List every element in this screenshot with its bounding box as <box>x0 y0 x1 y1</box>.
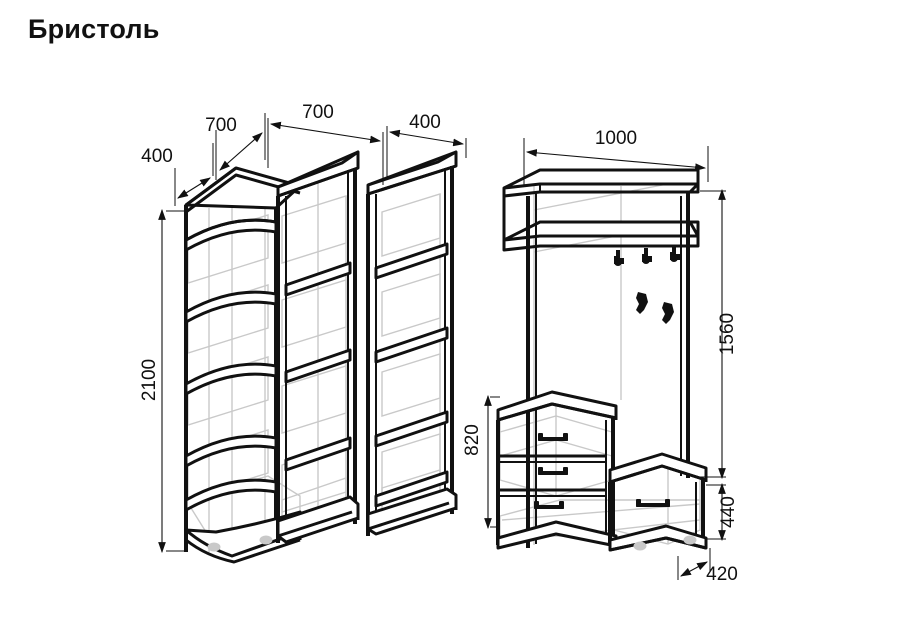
drawer-front <box>498 454 606 463</box>
dim-height-total: 2100 <box>139 359 160 401</box>
wall-hook <box>636 292 648 314</box>
cabinet-shelf <box>374 326 449 364</box>
drawer-handle <box>538 433 568 441</box>
dim-height-bench: 440 <box>718 496 739 528</box>
corner-shelf <box>184 218 278 252</box>
drawer-handle <box>534 501 564 509</box>
corner-shelf <box>184 290 278 324</box>
drawer-handle <box>636 499 670 507</box>
wall-hook <box>662 302 674 324</box>
dim-depth-corner: 400 <box>141 146 173 167</box>
drawer-handle <box>538 467 568 475</box>
dimension-labels: 400 700 700 400 2100 1000 1560 820 440 4… <box>139 102 739 585</box>
dim-depth-bench: 420 <box>706 564 738 585</box>
corner-shelf <box>184 434 278 468</box>
dimension-lines <box>158 113 726 580</box>
dim-width-corner: 700 <box>205 115 237 136</box>
cabinet-shelf <box>284 436 352 472</box>
dim-width-hallway: 1000 <box>595 128 637 149</box>
dim-width-cabinet-wide: 700 <box>302 102 334 123</box>
module-shoe-bench <box>608 452 708 552</box>
cabinet-shelf <box>374 470 449 508</box>
cabinet-shelf <box>374 410 449 448</box>
dim-width-cabinet-narrow: 400 <box>409 112 441 133</box>
module-corner-rounded-shelf-unit <box>184 166 302 564</box>
corner-shelf <box>184 478 278 512</box>
module-tall-cabinet-wide <box>276 150 360 544</box>
dim-height-drawer-chest: 820 <box>462 424 483 456</box>
module-tall-cabinet-narrow <box>366 150 458 536</box>
drawer-front <box>498 488 606 497</box>
coat-hook <box>614 250 624 266</box>
module-drawer-chest <box>496 390 618 550</box>
page-title: Бристоль <box>28 14 160 44</box>
cabinet-shelf <box>284 261 352 297</box>
coat-hook <box>670 246 680 262</box>
corner-shelf <box>184 362 278 396</box>
dim-height-hallway-upper: 1560 <box>717 313 738 355</box>
coat-hook <box>642 248 652 264</box>
cabinet-shelf <box>374 242 449 280</box>
cabinet-shelf <box>284 348 352 384</box>
